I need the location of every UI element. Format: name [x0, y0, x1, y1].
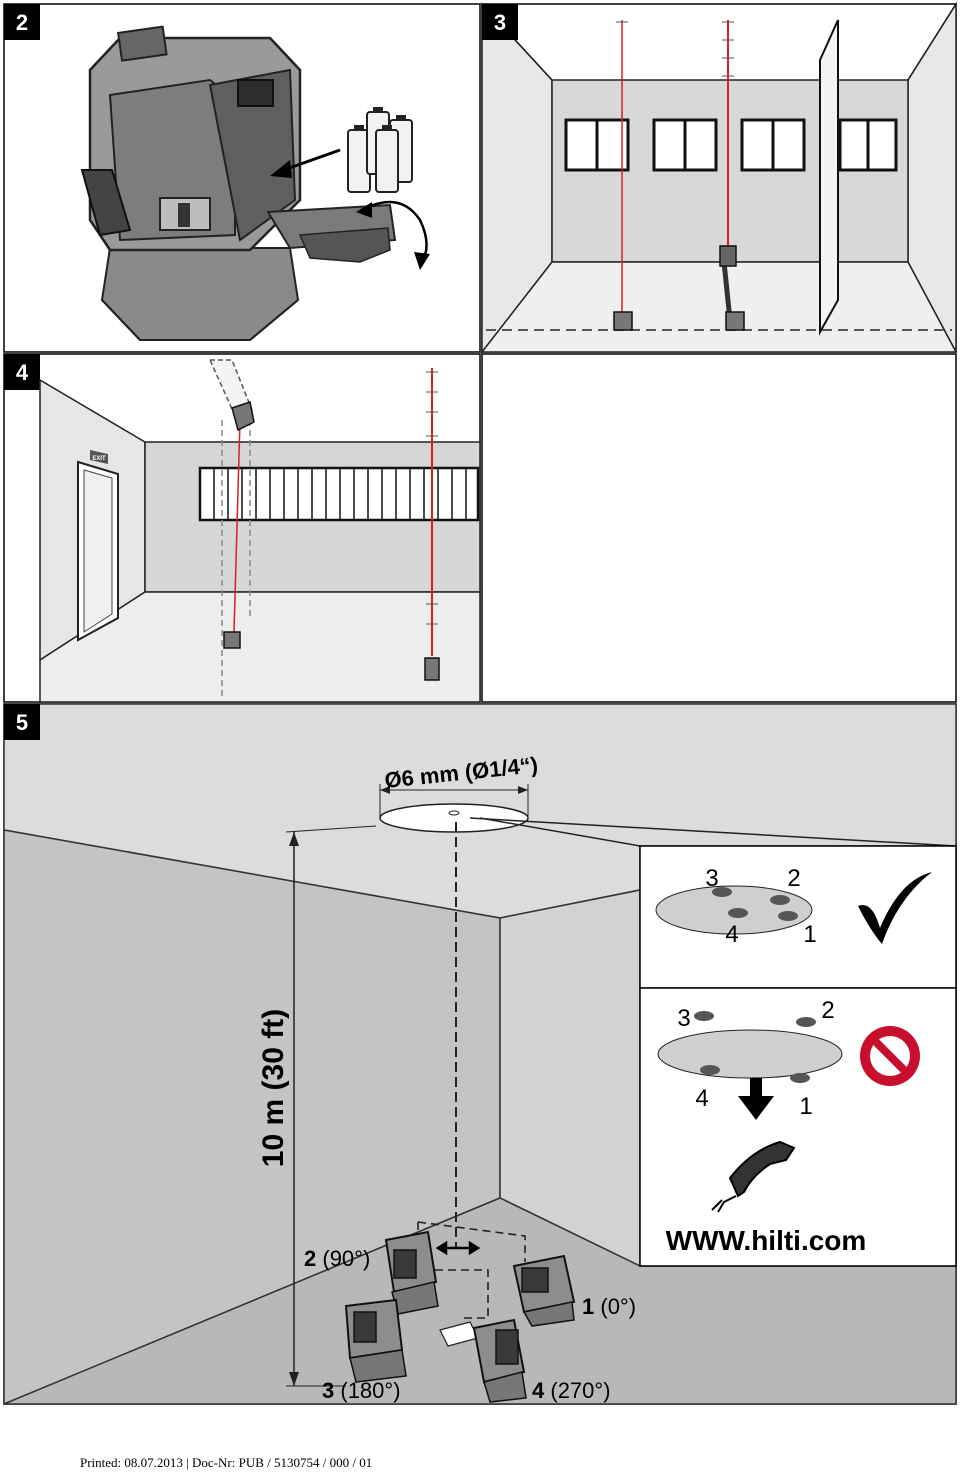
panel-number-2: 2: [16, 10, 28, 35]
website-link[interactable]: WWW.hilti.com: [666, 1225, 867, 1256]
svg-text:1: 1: [799, 1093, 812, 1120]
panel-number-3: 3: [494, 10, 506, 35]
device-position-2: [384, 1230, 439, 1315]
svg-text:4: 4: [725, 921, 738, 948]
panel-2-battery-insertion: 2: [3, 3, 481, 353]
position-1-label: 1 (0°): [582, 1294, 636, 1319]
device-position-4: [472, 1318, 527, 1403]
device-position-3: [344, 1298, 407, 1383]
svg-text:4: 4: [695, 1085, 708, 1112]
panel-3-room-vertical-lines: [480, 1, 958, 355]
insert-arrow-icon: [270, 148, 341, 178]
ceiling-target: [379, 784, 957, 847]
device-position-1: [512, 1254, 576, 1327]
laser-device-icon: [613, 311, 745, 331]
phone-handset-icon: [711, 1140, 796, 1213]
panel-number-4: 4: [16, 360, 29, 385]
crosshair-icon: [435, 1240, 481, 1256]
windows-row: [564, 118, 898, 172]
svg-text:1: 1: [803, 921, 816, 948]
print-footer: Printed: 08.07.2013 | Doc-Nr: PUB / 5130…: [80, 1455, 373, 1470]
svg-text:2: 2: [787, 865, 800, 892]
position-3-label: 3 (180°): [322, 1378, 401, 1403]
batteries-icon: [347, 107, 413, 193]
panel-number-5: 5: [16, 710, 28, 735]
svg-text:EXIT: EXIT: [92, 456, 106, 462]
down-arrow-icon: [738, 1078, 774, 1120]
position-2-label: 2 (90°): [304, 1246, 370, 1271]
prohibited-icon: [860, 1026, 920, 1086]
empty-panel: [481, 353, 957, 703]
panel-5-plumb-check: 5 Ø6 mm (Ø1/4“) 10 m (30 ft): [3, 703, 957, 1406]
position-4-label: 4 (270°): [532, 1378, 611, 1403]
exit-sign: EXIT: [90, 450, 108, 464]
svg-text:3: 3: [705, 865, 718, 892]
inset-correct: 3 2 4 1: [639, 845, 957, 989]
distance-dimension: [285, 825, 377, 1387]
distance-label: 10 m (30 ft): [257, 1009, 290, 1167]
inset-incorrect: 3 2 4 1 WWW.hilti.com: [639, 987, 957, 1267]
checkmark-icon: [858, 872, 932, 944]
laser-device-open: [80, 25, 397, 341]
svg-text:2: 2: [821, 997, 834, 1024]
clerestory-window: [198, 466, 480, 522]
rotate-door-arrow-icon: [356, 200, 430, 270]
svg-text:3: 3: [677, 1005, 690, 1032]
panel-4-hall-plumb: 4 EXIT: [3, 353, 481, 703]
